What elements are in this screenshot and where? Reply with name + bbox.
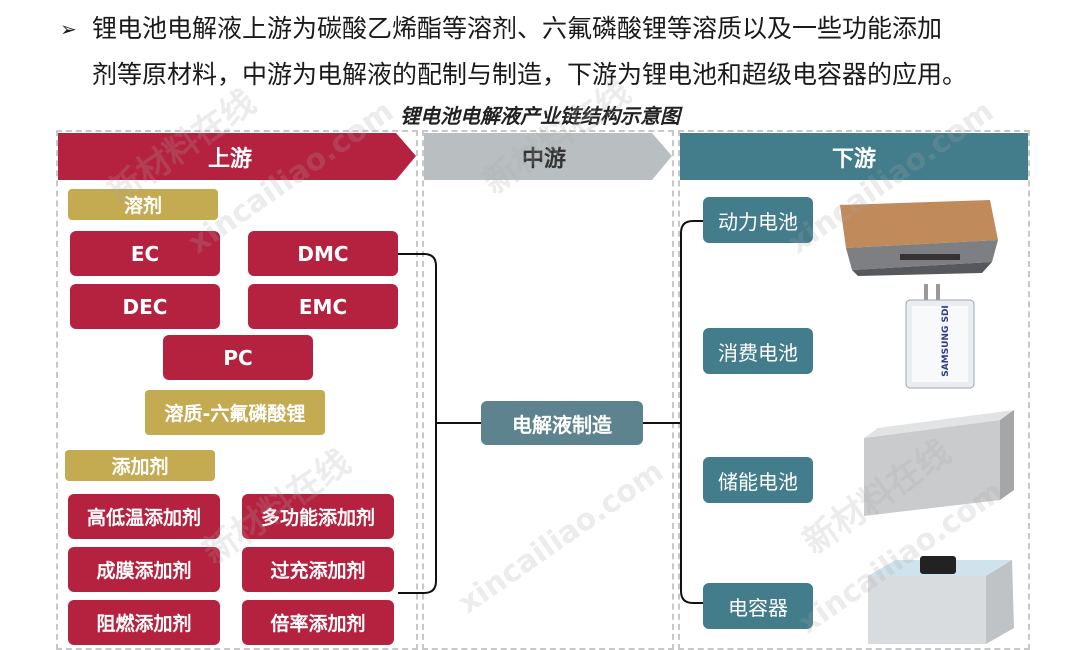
intro-line-1: 锂电池电解液上游为碳酸乙烯酯等溶剂、六氟磷酸锂等溶质以及一些功能添加 — [92, 14, 943, 43]
midstream-header-arrow — [424, 133, 672, 180]
arrow-bullet-icon: ➢ — [60, 17, 77, 41]
upstream-connector — [398, 253, 481, 594]
power-battery-image — [840, 200, 998, 276]
downstream-panel — [678, 130, 1030, 650]
upstream-panel — [56, 130, 418, 650]
storage-battery-image — [864, 410, 1014, 516]
downstream-consumer-battery: 消费电池 — [703, 328, 813, 374]
electrolyte-manufacturing-node: 电解液制造 — [481, 401, 643, 445]
upstream-header: 上游 — [207, 146, 252, 172]
downstream-power-battery: 动力电池 — [703, 197, 813, 243]
downstream-connector — [643, 220, 703, 604]
midstream-header: 中游 — [521, 146, 566, 172]
solvent-label: 溶剂 — [68, 189, 218, 220]
additive-overcharge: 过充添加剂 — [242, 547, 394, 592]
upstream-header-arrow — [58, 133, 416, 180]
additive-rate: 倍率添加剂 — [242, 600, 394, 645]
capacitor-image — [868, 556, 1014, 644]
solute-label: 溶质-六氟磷酸锂 — [145, 390, 325, 435]
downstream-header: 下游 — [831, 146, 876, 172]
downstream-capacitor: 电容器 — [703, 583, 813, 629]
diagram-title: 锂电池电解液产业链结构示意图 — [400, 104, 680, 128]
solvent-ec: EC — [70, 231, 220, 276]
solvent-dec: DEC — [70, 284, 220, 329]
intro-line-2: 剂等原材料，中游为电解液的配制与制造，下游为锂电池和超级电容器的应用。 — [92, 60, 968, 89]
solvent-dmc: DMC — [248, 231, 398, 276]
additive-flame-retardant: 阻燃添加剂 — [68, 600, 220, 645]
battery-brand-label: SAMSUNG SDI — [941, 305, 951, 377]
additive-label: 添加剂 — [65, 450, 215, 481]
downstream-header-bar — [680, 133, 1028, 180]
midstream-panel — [422, 130, 674, 650]
additive-temperature: 高低温添加剂 — [68, 494, 220, 539]
solvent-emc: EMC — [248, 284, 398, 329]
solvent-pc: PC — [163, 335, 313, 380]
additive-multifunction: 多功能添加剂 — [242, 494, 394, 539]
downstream-storage-battery: 储能电池 — [703, 457, 813, 503]
consumer-battery-image — [905, 284, 975, 389]
additive-film-forming: 成膜添加剂 — [68, 547, 220, 592]
